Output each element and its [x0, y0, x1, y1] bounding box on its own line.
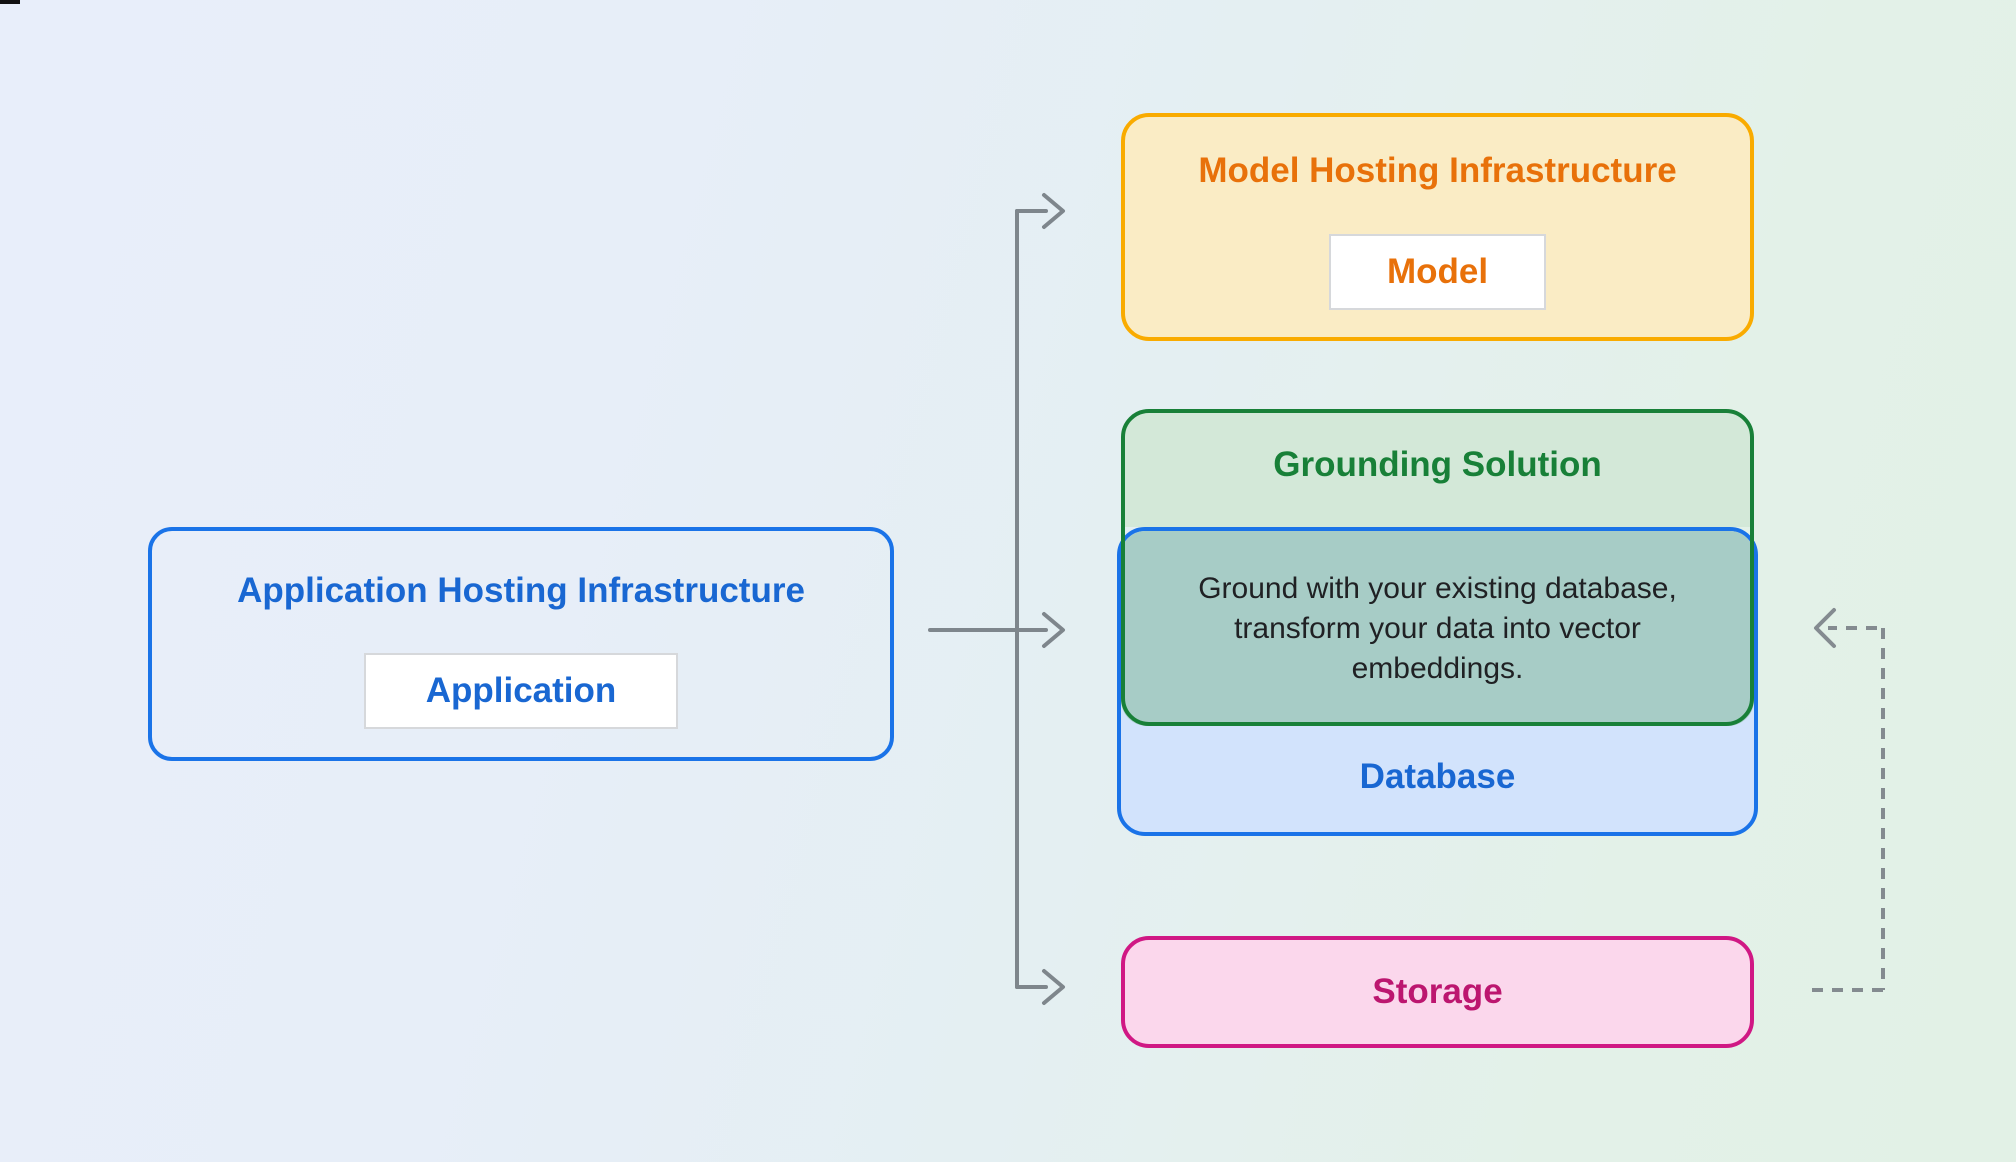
- screenshot-corner-artifact: [0, 0, 20, 4]
- grounding-solution-title: Grounding Solution: [1273, 445, 1602, 484]
- model-node: Model: [1329, 234, 1546, 310]
- database-label: Database: [1359, 757, 1516, 796]
- storage-label: Storage: [1372, 972, 1503, 1011]
- arrowhead-to-database-icon: [1042, 612, 1065, 648]
- grounding-solution-box: Grounding Solution: [1121, 409, 1754, 726]
- solid-branch-arrows: [928, 193, 1065, 1005]
- arrowhead-to-model-icon: [1042, 193, 1065, 229]
- dashed-feedback-arrow: [1812, 608, 1885, 992]
- arrowhead-to-storage-icon: [1042, 969, 1065, 1005]
- application-hosting-title: Application Hosting Infrastructure: [237, 571, 805, 610]
- application-node-label: Application: [425, 671, 617, 710]
- application-hosting-box: Application Hosting Infrastructure Appli…: [148, 527, 894, 761]
- arrowhead-to-grounding-icon: [1814, 608, 1836, 648]
- storage-box: Storage: [1121, 936, 1754, 1048]
- model-hosting-title: Model Hosting Infrastructure: [1198, 151, 1677, 190]
- model-hosting-box: Model Hosting Infrastructure Model: [1121, 113, 1754, 341]
- application-node: Application: [364, 653, 678, 729]
- model-node-label: Model: [1386, 252, 1489, 291]
